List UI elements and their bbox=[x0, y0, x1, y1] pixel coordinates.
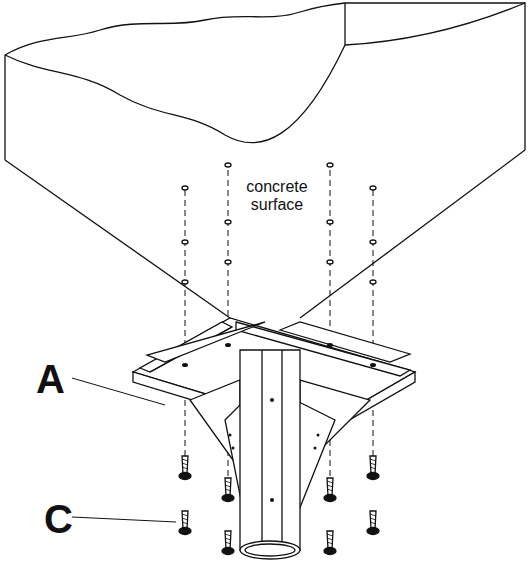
leader-line bbox=[72, 517, 176, 522]
screw bbox=[179, 456, 379, 555]
surface-label: concrete surface bbox=[232, 178, 322, 215]
concrete-edge bbox=[300, 150, 525, 318]
concrete-top-edge bbox=[5, 3, 525, 150]
concrete-edge bbox=[344, 3, 345, 45]
part-letter: A bbox=[36, 356, 76, 402]
concrete-front-edge bbox=[5, 45, 345, 143]
concrete-edge bbox=[5, 160, 230, 318]
part-letter: C bbox=[44, 496, 84, 542]
pole bbox=[240, 350, 300, 559]
concrete-top-edge bbox=[345, 3, 525, 45]
leader-line bbox=[72, 378, 165, 405]
concrete-edge bbox=[4, 55, 5, 160]
